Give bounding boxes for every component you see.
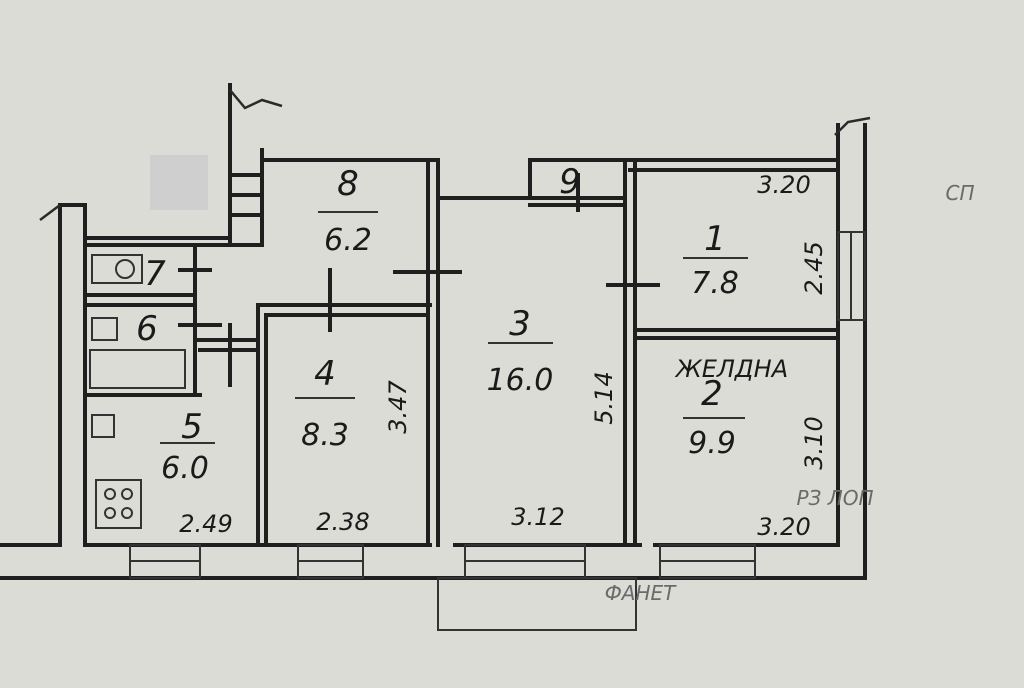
area-underlines (160, 211, 748, 444)
interior-walls (83, 158, 840, 547)
door-marks (178, 173, 660, 387)
room-area: 7.8 (691, 266, 739, 301)
balcony (437, 577, 637, 631)
dimension-label: 2.38 (316, 508, 369, 536)
dimensions: 3.20 2.45 3.20 3.10 3.12 5.14 2.38 3.47 … (179, 171, 828, 541)
room-number: 9 (559, 162, 581, 202)
redaction-mark (150, 155, 208, 210)
stove (95, 479, 142, 529)
faint-text: ФАНЕТ (605, 581, 678, 605)
dimension-label: 3.20 (757, 171, 810, 199)
room-area: 8.3 (301, 418, 349, 453)
dimension-label: 3.10 (800, 416, 828, 469)
bathtub (89, 349, 186, 389)
room-number: 8 (337, 164, 359, 204)
toilet-bowl (115, 259, 135, 279)
room-number: 5 (181, 407, 203, 447)
room2-label: ЖЕЛДНА (674, 355, 788, 383)
room-number: 6 (136, 309, 158, 349)
toilet (91, 254, 143, 284)
dimension-label: 5.14 (590, 371, 618, 424)
room-number: 1 (704, 219, 726, 259)
room-area: 6.2 (324, 223, 372, 258)
dimension-label: 2.49 (179, 510, 232, 538)
room-number: 4 (314, 354, 336, 394)
dimension-label: 3.12 (511, 503, 564, 531)
dimension-label: 2.45 (800, 241, 828, 294)
room-area: 6.0 (161, 451, 209, 486)
room-areas: 7.8 9.9 16.0 8.3 6.0 6.2 (161, 223, 739, 486)
annotations: ЖЕЛДНА РЗ ЛОП СП ФАНЕТ (605, 181, 975, 605)
dimension-label: 3.20 (757, 513, 810, 541)
dimension-label: 3.47 (384, 380, 412, 434)
room-number: 2 (701, 374, 723, 414)
room-numbers: 1 2 3 4 5 6 7 8 9 (136, 162, 726, 447)
room-area: 16.0 (487, 363, 554, 398)
faint-text: СП (945, 181, 974, 205)
faint-text: РЗ ЛОП (796, 486, 873, 510)
fixtures (89, 254, 186, 529)
windows (129, 231, 866, 631)
room-area: 9.9 (688, 426, 736, 461)
room-number: 7 (144, 254, 166, 294)
sink (91, 414, 115, 438)
room-number: 3 (509, 304, 531, 344)
washbasin (91, 317, 118, 341)
